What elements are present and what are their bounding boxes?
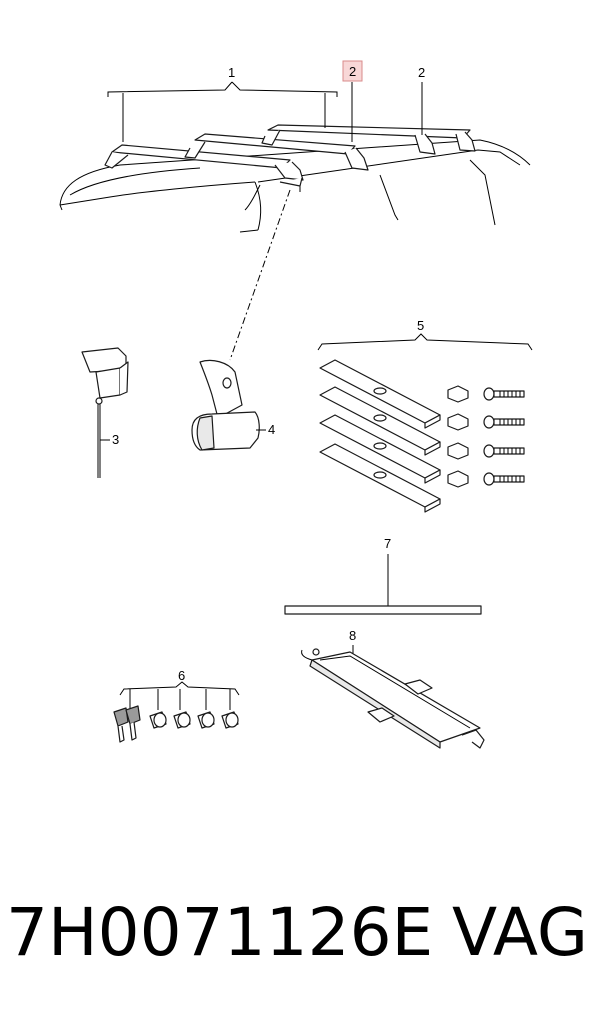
callout-5: 5 — [417, 318, 424, 333]
rubber-pad — [319, 414, 441, 484]
part-5-rubber-pads — [319, 359, 441, 513]
callout-8: 8 — [349, 628, 356, 643]
brand-text: VAG — [451, 894, 588, 971]
lock-cylinder — [197, 711, 215, 729]
square-nut — [447, 385, 469, 403]
square-nut — [447, 470, 469, 488]
rubber-pad — [319, 443, 441, 513]
callout-4: 4 — [268, 422, 275, 437]
bolt — [483, 415, 525, 429]
roof-bar-front — [104, 144, 304, 187]
part-6-lock-cylinders — [149, 711, 239, 729]
square-nut — [447, 442, 469, 460]
lock-cylinder — [221, 711, 239, 729]
callout-6: 6 — [178, 668, 185, 683]
square-nut — [447, 413, 469, 431]
callout-6-bracket — [119, 681, 240, 696]
callout-1: 1 — [228, 65, 235, 80]
rubber-pad — [319, 359, 441, 429]
part-5-nuts — [447, 385, 469, 488]
foot-to-part-4-leader — [229, 189, 291, 361]
part-7-strip — [284, 605, 482, 615]
callout-1-bracket — [107, 81, 338, 142]
roof-bar-middle — [184, 133, 369, 171]
bolt — [483, 387, 525, 401]
lock-cylinder — [173, 711, 191, 729]
vehicle-roof-outline — [59, 139, 531, 233]
callout-3: 3 — [112, 432, 119, 447]
callout-7: 7 — [384, 536, 391, 551]
callout-2: 2 — [418, 65, 425, 80]
bolt — [483, 472, 525, 486]
part-number-text: 7H0071126E — [6, 894, 434, 971]
bolt — [483, 444, 525, 458]
part-8-cover — [301, 648, 485, 749]
callout-2-highlighted: 2 — [349, 64, 356, 79]
callout-5-bracket — [317, 333, 533, 351]
callout-2-highlight-box — [342, 60, 363, 82]
part-6-keys — [113, 705, 141, 743]
part-3-tool — [81, 347, 129, 478]
lock-cylinder — [149, 711, 167, 729]
part-4-foot — [191, 359, 260, 451]
part-5-bolts — [483, 387, 525, 486]
roof-bar-rear — [261, 124, 476, 155]
rubber-pad — [319, 386, 441, 456]
